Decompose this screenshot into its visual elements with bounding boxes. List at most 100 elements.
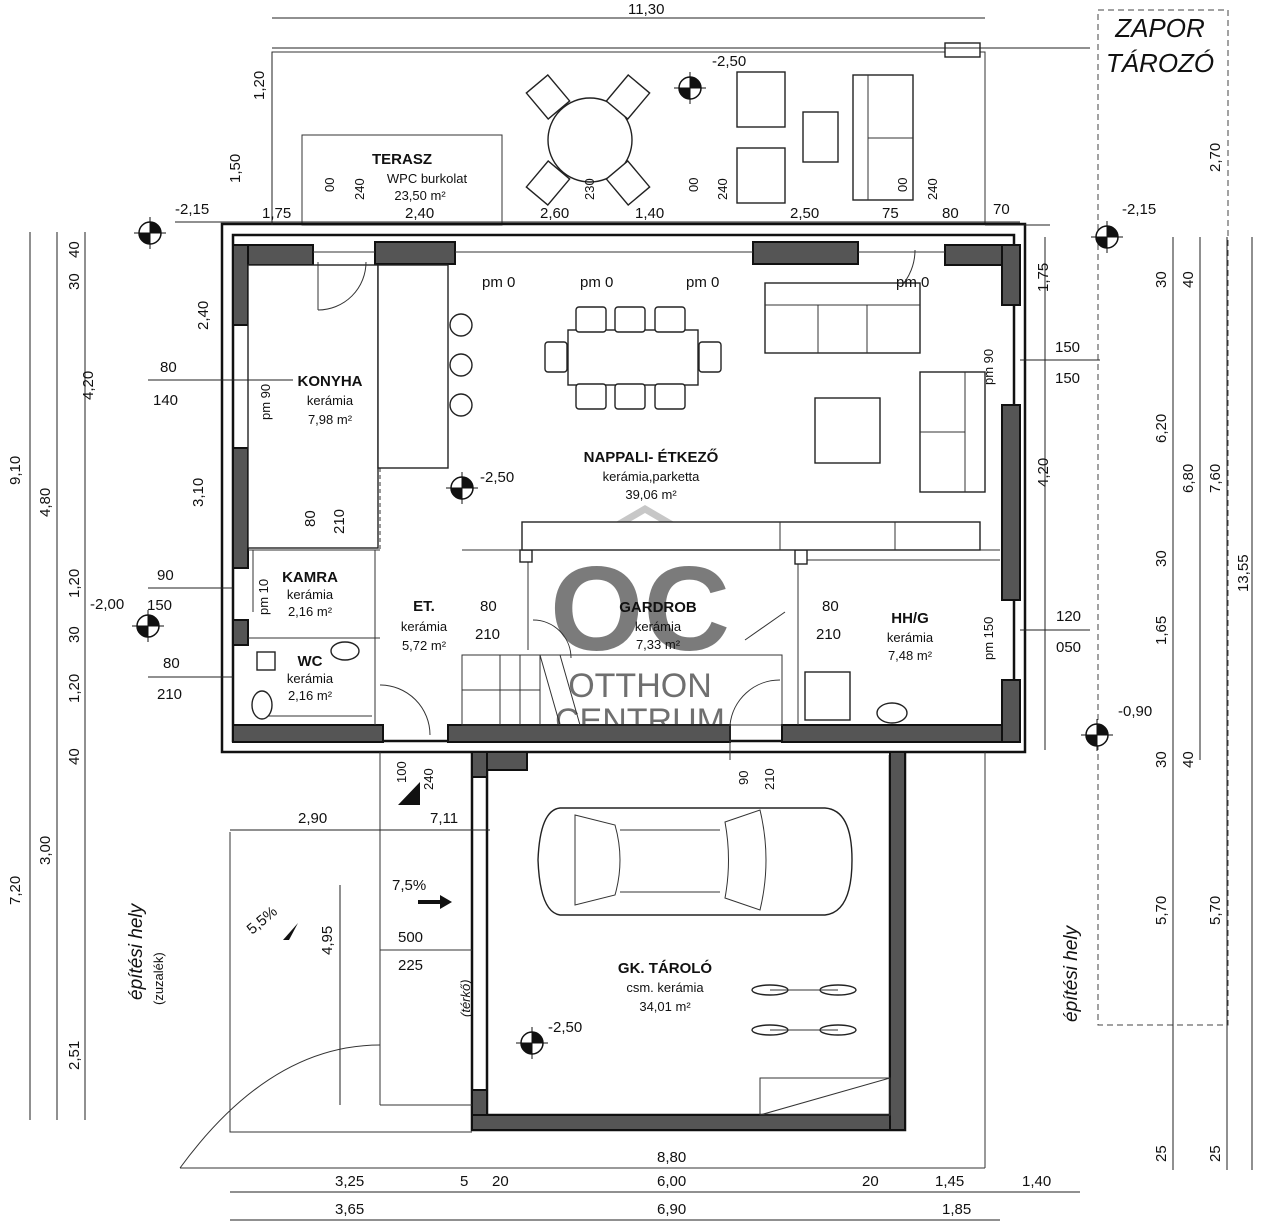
wardrobe-area: 7,33 m² — [636, 637, 681, 652]
dim-left-i: 4,80 — [37, 488, 54, 517]
dim-right-j: 30 — [1153, 550, 1170, 567]
kitchen-name: KONYHA — [297, 373, 362, 390]
interior-walls — [247, 264, 1000, 725]
storm-tank-label-2: TÁROZÓ — [1106, 48, 1214, 78]
pm-kitchen: pm 90 — [258, 384, 273, 420]
right-window-1: 150 — [1055, 339, 1080, 356]
level-marker-icon — [1091, 221, 1123, 253]
level-marker-icon — [134, 217, 166, 249]
dim-left-o: 3,00 — [37, 836, 54, 865]
pantry-door-h: 210 — [331, 509, 348, 534]
dim-right-h: 7,60 — [1207, 464, 1224, 493]
dim-top-e: 2,50 — [790, 205, 819, 222]
terrace-furniture — [525, 71, 914, 207]
opening-1b: 240 — [352, 178, 367, 200]
wardrobe-material: kerámia — [635, 619, 682, 634]
opening-2b: 240 — [715, 178, 730, 200]
wc-window-w: 80 — [163, 655, 180, 672]
utility-name: HH/G — [891, 610, 929, 627]
dim-bottom-i: 6,90 — [657, 1201, 686, 1218]
dim-bottom-h: 3,65 — [335, 1201, 364, 1218]
dim-left-q: 2,51 — [66, 1041, 83, 1070]
level-markers — [132, 72, 1123, 1059]
site-boundary — [179, 752, 986, 1169]
watermark-mark: OC — [550, 542, 730, 676]
level-right: -0,90 — [1118, 703, 1152, 720]
garage-name: GK. TÁROLÓ — [618, 959, 712, 977]
storm-tank-outline — [1097, 9, 1229, 1026]
bar-stools — [449, 313, 473, 417]
dim-top-g: 80 — [942, 205, 959, 222]
pantry-area: 2,16 m² — [288, 604, 333, 619]
level-garage: -2,50 — [548, 1019, 582, 1036]
garage-walls — [470, 751, 907, 1132]
terrace-area: 23,50 m² — [394, 188, 446, 203]
opening-3b: 240 — [925, 178, 940, 200]
dim-top-a: 1,75 — [262, 205, 291, 222]
dim-left-m: 40 — [66, 748, 83, 765]
utility-area: 7,48 m² — [888, 648, 933, 663]
dim-top-b: 2,40 — [405, 205, 434, 222]
doors — [252, 249, 916, 760]
dim-right-c: 4,20 — [1035, 458, 1052, 487]
dim-bottom-j: 1,85 — [942, 1201, 971, 1218]
dim-bottom-c: 20 — [492, 1173, 509, 1190]
dim-right-i: 13,55 — [1235, 554, 1252, 592]
slope-arrow-icon — [418, 895, 452, 909]
wc-name: WC — [298, 653, 323, 670]
pm-pantry: pm 10 — [256, 579, 271, 615]
slope-arrow-icon-2 — [283, 923, 298, 940]
entrance-door-h: 240 — [421, 768, 436, 790]
sofa — [764, 282, 986, 493]
dim-right-m: 40 — [1180, 751, 1197, 768]
level-entrance: 7,11 — [430, 810, 458, 827]
right-window-2: 150 — [1055, 370, 1080, 387]
dim-top-h: 70 — [993, 201, 1010, 218]
kitchen-window-h: 140 — [153, 392, 178, 409]
dim-bottom-g: 1,40 — [1022, 1173, 1051, 1190]
pm-utility: pm 150 — [981, 617, 996, 660]
hall-area: 5,72 m² — [402, 638, 447, 653]
dim-left-j: 1,20 — [66, 569, 83, 598]
pm-living: pm 90 — [981, 349, 996, 385]
dim-left-n: 7,20 — [7, 876, 24, 905]
dim-bottom-f: 1,45 — [935, 1173, 964, 1190]
opening-3a: 00 — [895, 178, 910, 192]
dim-top-d: 1,40 — [635, 205, 664, 222]
gravel-label: (zuzalék) — [151, 952, 166, 1005]
living-material: kerámia,parketta — [603, 469, 701, 484]
utility-door-w: 80 — [822, 598, 839, 615]
dim-top-total: 11,30 — [628, 1, 664, 18]
dim-left-f: 4,20 — [80, 371, 97, 400]
dim-right-q: 25 — [1207, 1145, 1224, 1162]
hall-name: ET. — [413, 598, 435, 615]
garage-material: csm. kerámia — [626, 980, 704, 995]
building-zone-left: építési hely — [126, 902, 147, 1000]
dim-left-p: 4,95 — [319, 926, 336, 955]
level-marker-icon — [1081, 719, 1113, 751]
garage-area: 34,01 m² — [639, 999, 691, 1014]
dim-left-c: 30 — [66, 273, 83, 290]
dining-table — [544, 306, 722, 410]
level-living: -2,50 — [480, 469, 514, 486]
entrance-triangle-icon — [398, 782, 420, 805]
opening-2a: 00 — [686, 178, 701, 192]
dim-left-r: 2,90 — [298, 810, 327, 827]
dim-right-g: 6,80 — [1180, 464, 1197, 493]
dim-left-e: 2,40 — [195, 301, 212, 330]
dim-left-b: 1,50 — [227, 154, 244, 183]
right-window-4: 050 — [1056, 639, 1081, 656]
pantry-name: KAMRA — [282, 569, 338, 586]
dim-bottom-b: 5 — [460, 1173, 468, 1190]
dim-right-a: 2,70 — [1207, 143, 1224, 172]
level-marker-icon — [446, 472, 478, 504]
staircase — [461, 654, 783, 726]
dim-bottom-e: 20 — [862, 1173, 879, 1190]
dimension-lines — [29, 17, 1253, 1221]
garage-gate-w: 500 — [398, 929, 423, 946]
wc-area: 2,16 m² — [288, 688, 333, 703]
dim-top-f: 75 — [882, 205, 899, 222]
garage-door-h: 210 — [762, 768, 777, 790]
kitchen-area: 7,98 m² — [308, 412, 353, 427]
